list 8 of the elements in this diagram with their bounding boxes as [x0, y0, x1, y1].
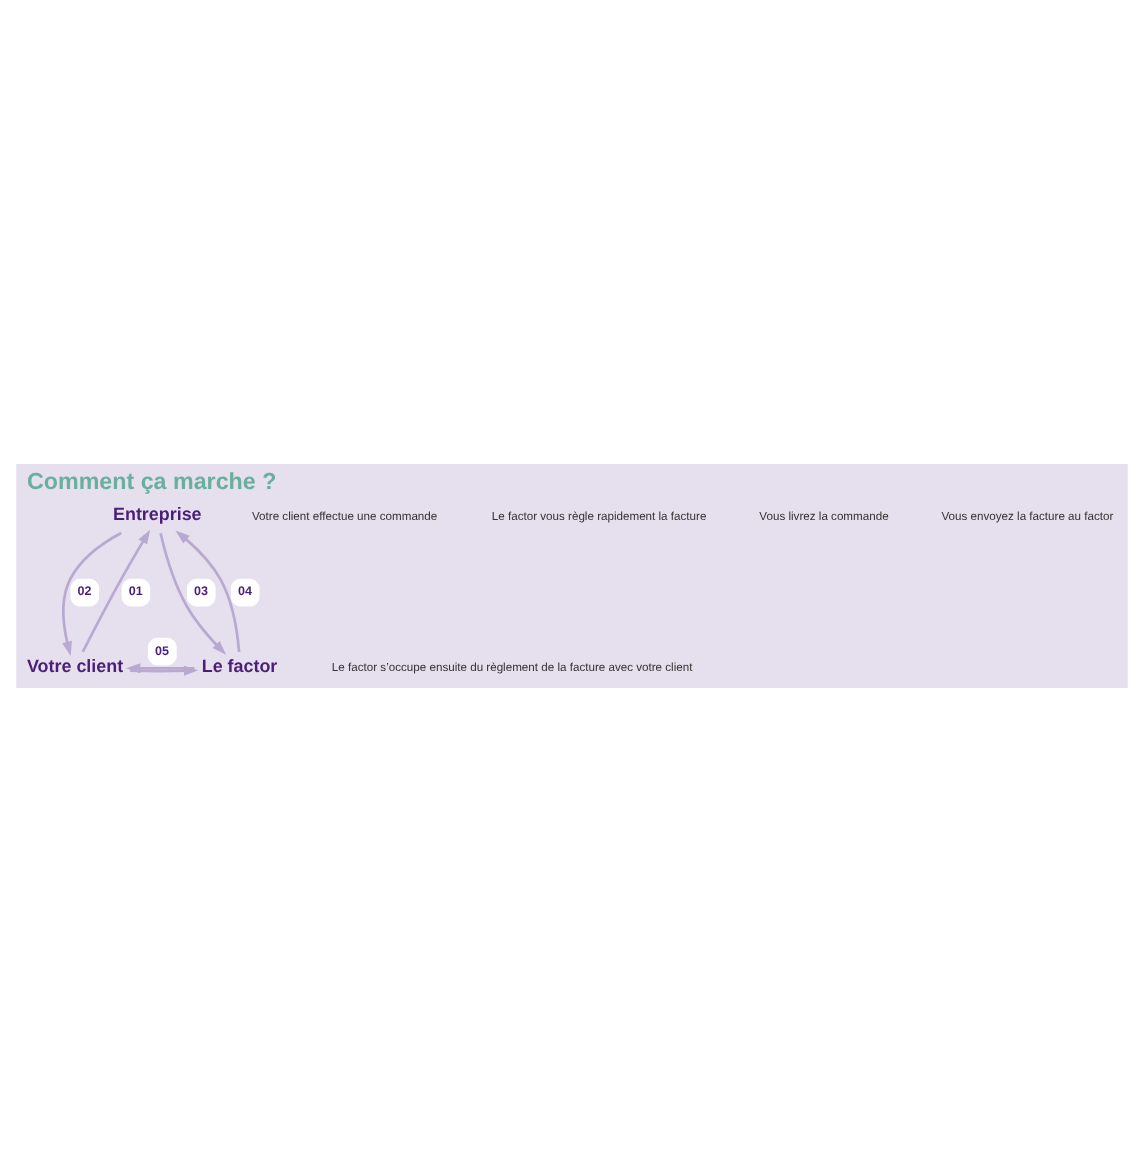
diagram-title: Comment ça marche ? [27, 467, 277, 494]
arrow [175, 529, 241, 652]
node-text: Le factor [201, 654, 278, 675]
node-text: Votre client [27, 654, 124, 675]
arrow [159, 531, 227, 654]
node-text: Entreprise [113, 503, 202, 524]
arrow [126, 662, 195, 673]
arrow [62, 530, 122, 655]
